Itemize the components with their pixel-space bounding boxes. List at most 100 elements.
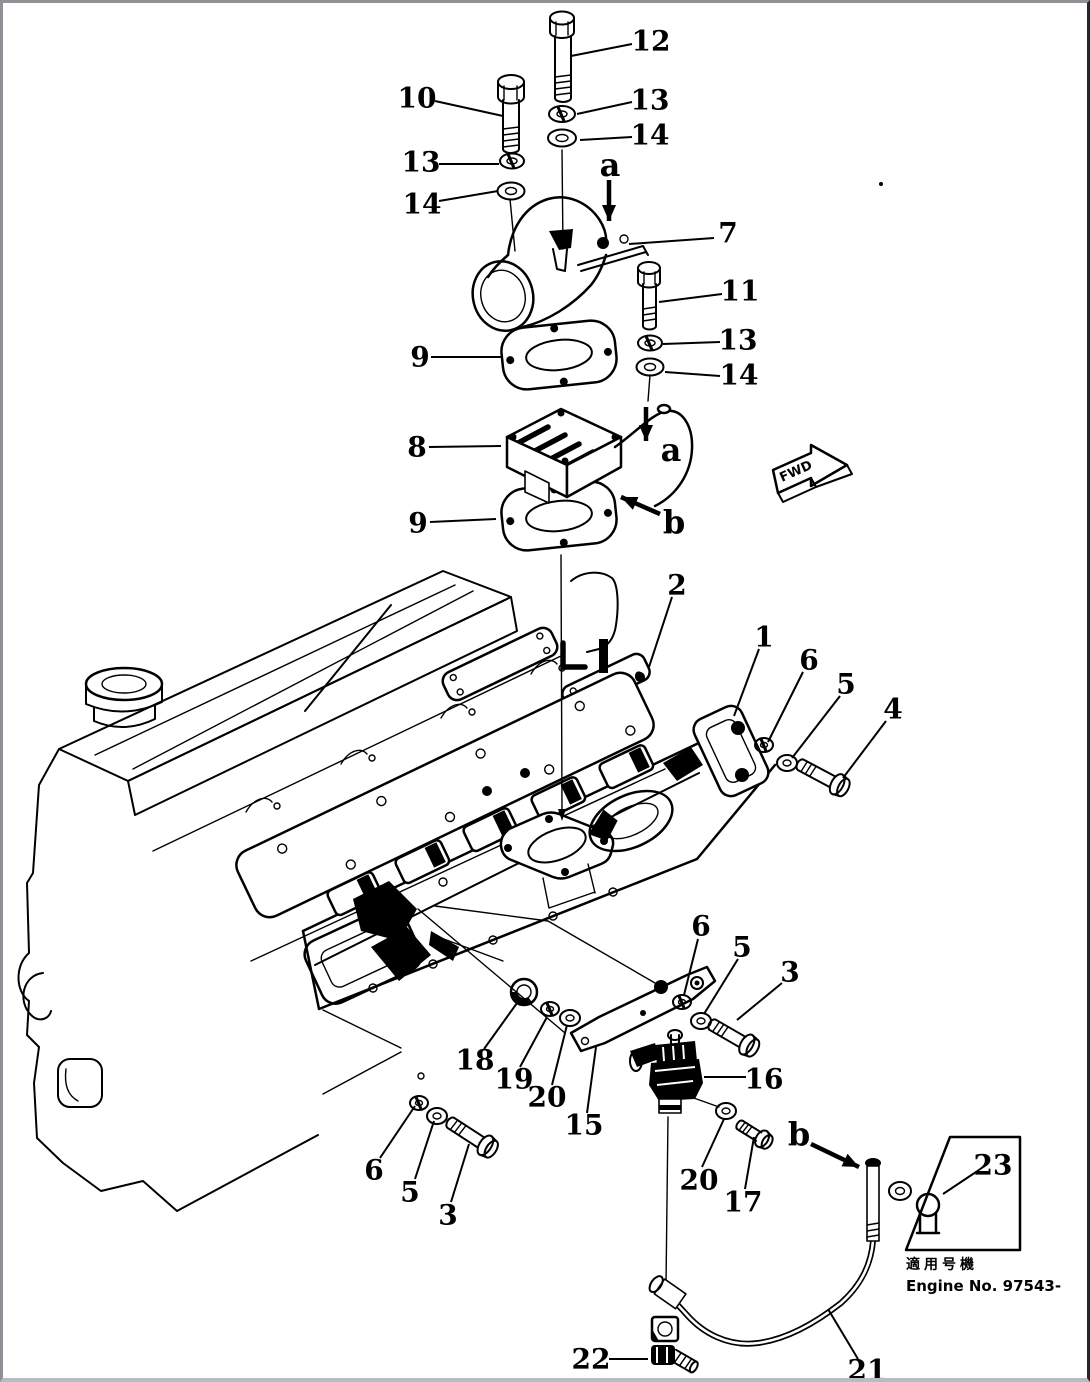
callout-label-2-16: 2 [667, 569, 686, 602]
leader-20-26 [551, 1024, 568, 1086]
head-clips [245, 659, 566, 813]
callout-label-9-13: 9 [408, 507, 427, 540]
leader-6-18 [767, 671, 804, 743]
leader-5-33 [414, 1120, 435, 1180]
leader-21-37 [827, 1308, 859, 1360]
tube-nut [888, 1181, 912, 1201]
leader-18-24 [483, 1002, 518, 1050]
spring-washer-13-top [548, 105, 576, 123]
arrowhead-a [639, 425, 653, 441]
bolt-12 [549, 10, 575, 103]
leader-10-3 [434, 100, 504, 117]
spring-washer-6-a [754, 737, 774, 753]
spring-washer-19 [540, 1001, 560, 1017]
arrowhead-a [602, 205, 616, 221]
arrowhead-b [621, 496, 639, 510]
callout-label-1-17: 1 [754, 621, 773, 654]
callout-label-19-25: 19 [495, 1063, 534, 1096]
spring-washer-6-c [409, 1095, 429, 1111]
leader-6-21 [683, 938, 699, 996]
callout-layer: 121314101314a7111314989ab216546531819201… [364, 25, 1012, 1379]
callout-label-b-15: b [663, 503, 685, 541]
callout-label-7-7: 7 [718, 217, 737, 250]
runner-port [588, 789, 674, 853]
runner-humps [326, 744, 655, 917]
bolt-3-right [707, 1018, 761, 1058]
callout-label-17-30: 17 [724, 1186, 763, 1219]
callout-label-8-12: 8 [407, 431, 426, 464]
manifold-left-end [303, 905, 423, 1005]
leader-9-13 [429, 518, 497, 523]
callout-label-16-28: 16 [745, 1063, 784, 1096]
callout-label-10-3: 10 [398, 82, 437, 115]
callout-label-3-34: 3 [438, 1199, 457, 1232]
diagram-canvas: FWD 適用号機 Engine No. 97543- 121314101314a… [17, 10, 1061, 1379]
callout-label-14-2: 14 [631, 119, 670, 152]
leader-14-2 [579, 136, 633, 141]
water-outlet-elbow [471, 196, 649, 332]
block-hole [417, 1072, 425, 1080]
callout-label-5-33: 5 [400, 1176, 419, 1209]
washer-20-a [559, 1009, 581, 1027]
callout-label-9-11: 9 [410, 341, 429, 374]
bolt-10 [497, 74, 525, 154]
fwd-arrow: FWD [771, 443, 853, 503]
washer-5-a [776, 754, 798, 772]
assembly-lines [417, 149, 720, 1286]
callout-label-5-22: 5 [732, 931, 751, 964]
callout-label-20-26: 20 [528, 1081, 567, 1114]
callout-label-21-37: 21 [848, 1354, 887, 1379]
leader-8-12 [428, 445, 502, 448]
heater-mount-flange [499, 811, 615, 909]
leader-5-19 [791, 695, 841, 759]
callout-label-23-35: 23 [974, 1149, 1013, 1182]
callout-label-a-14: a [661, 431, 682, 469]
applicability-box [904, 1135, 1022, 1252]
note-japanese: 適用号機 [906, 1256, 978, 1273]
callout-label-13-1: 13 [631, 84, 670, 117]
fwd-label: FWD [778, 458, 815, 486]
callout-label-11-8: 11 [721, 275, 760, 308]
filler-cap [84, 666, 164, 729]
nut-18 [509, 977, 539, 1007]
plug-23 [915, 1192, 941, 1235]
leader-20-29 [701, 1118, 725, 1168]
washer-14-top [547, 128, 577, 148]
water-valve-16 [629, 1029, 703, 1114]
callout-label-15-27: 15 [565, 1109, 604, 1142]
air-heater [505, 403, 694, 508]
scan-dot [879, 182, 883, 186]
callout-label-12-0: 12 [632, 25, 671, 58]
spring-washer-13-right [637, 334, 663, 352]
leader-3-34 [450, 1143, 470, 1203]
callout-label-22-36: 22 [572, 1343, 611, 1376]
leader-5-22 [703, 958, 739, 1015]
rocker-gasket-strip [441, 626, 559, 702]
leader-17-30 [744, 1136, 755, 1190]
bolt-17 [735, 1119, 774, 1150]
fitting [648, 1275, 687, 1310]
bolt-22 [651, 1345, 699, 1374]
spring-washer-13-left [499, 152, 525, 170]
engine-block [17, 570, 666, 1212]
callout-label-14-5: 14 [403, 188, 442, 221]
bolt-4 [795, 758, 851, 798]
callout-label-6-21: 6 [691, 910, 710, 943]
intake-manifold [301, 704, 777, 1011]
leader-14-10 [664, 371, 721, 377]
leader-1-17 [733, 648, 760, 717]
leader-12-0 [570, 43, 633, 57]
bolt-3-left [445, 1116, 499, 1159]
spring-washer-6-b [672, 994, 692, 1010]
leader-7-7 [628, 237, 715, 245]
callout-label-14-10: 14 [720, 359, 759, 392]
leader-6-32 [379, 1105, 416, 1159]
bracket-15 [569, 965, 717, 1053]
callout-label-5-19: 5 [836, 668, 855, 701]
leader-13-9 [662, 341, 721, 345]
leader-3-23 [736, 982, 783, 1021]
leader-15-27 [586, 1046, 597, 1114]
callout-label-a-6: a [600, 146, 621, 184]
leader-2-16 [648, 596, 673, 668]
